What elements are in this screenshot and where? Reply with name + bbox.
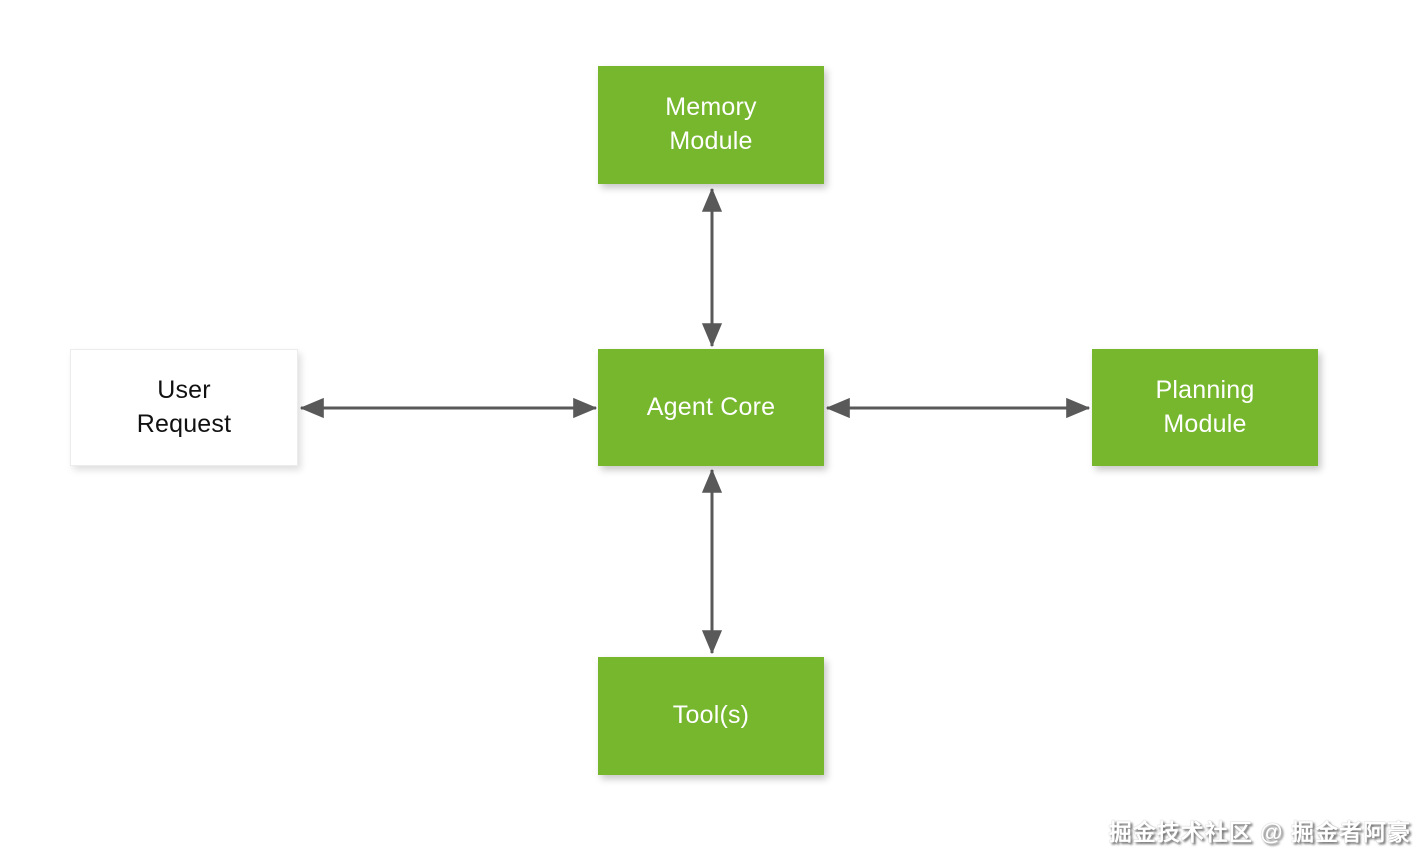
node-memory-module-label: Memory Module [665,93,757,155]
node-planning-module-label: Planning Module [1155,375,1255,438]
node-user-request: User Request [70,349,298,466]
node-planning-module: Planning Module [1092,349,1318,466]
watermark: 掘金技术社区 @ 掘金者阿豪 [1108,819,1411,845]
node-user-request-label: User Request [136,375,232,438]
node-agent-core-label: Agent Core [646,392,776,421]
node-memory-module: Memory Module [598,66,824,184]
node-tools-label: Tool(s) [672,701,750,730]
node-agent-core: Agent Core [598,349,824,466]
node-tools: Tool(s) [598,657,824,775]
